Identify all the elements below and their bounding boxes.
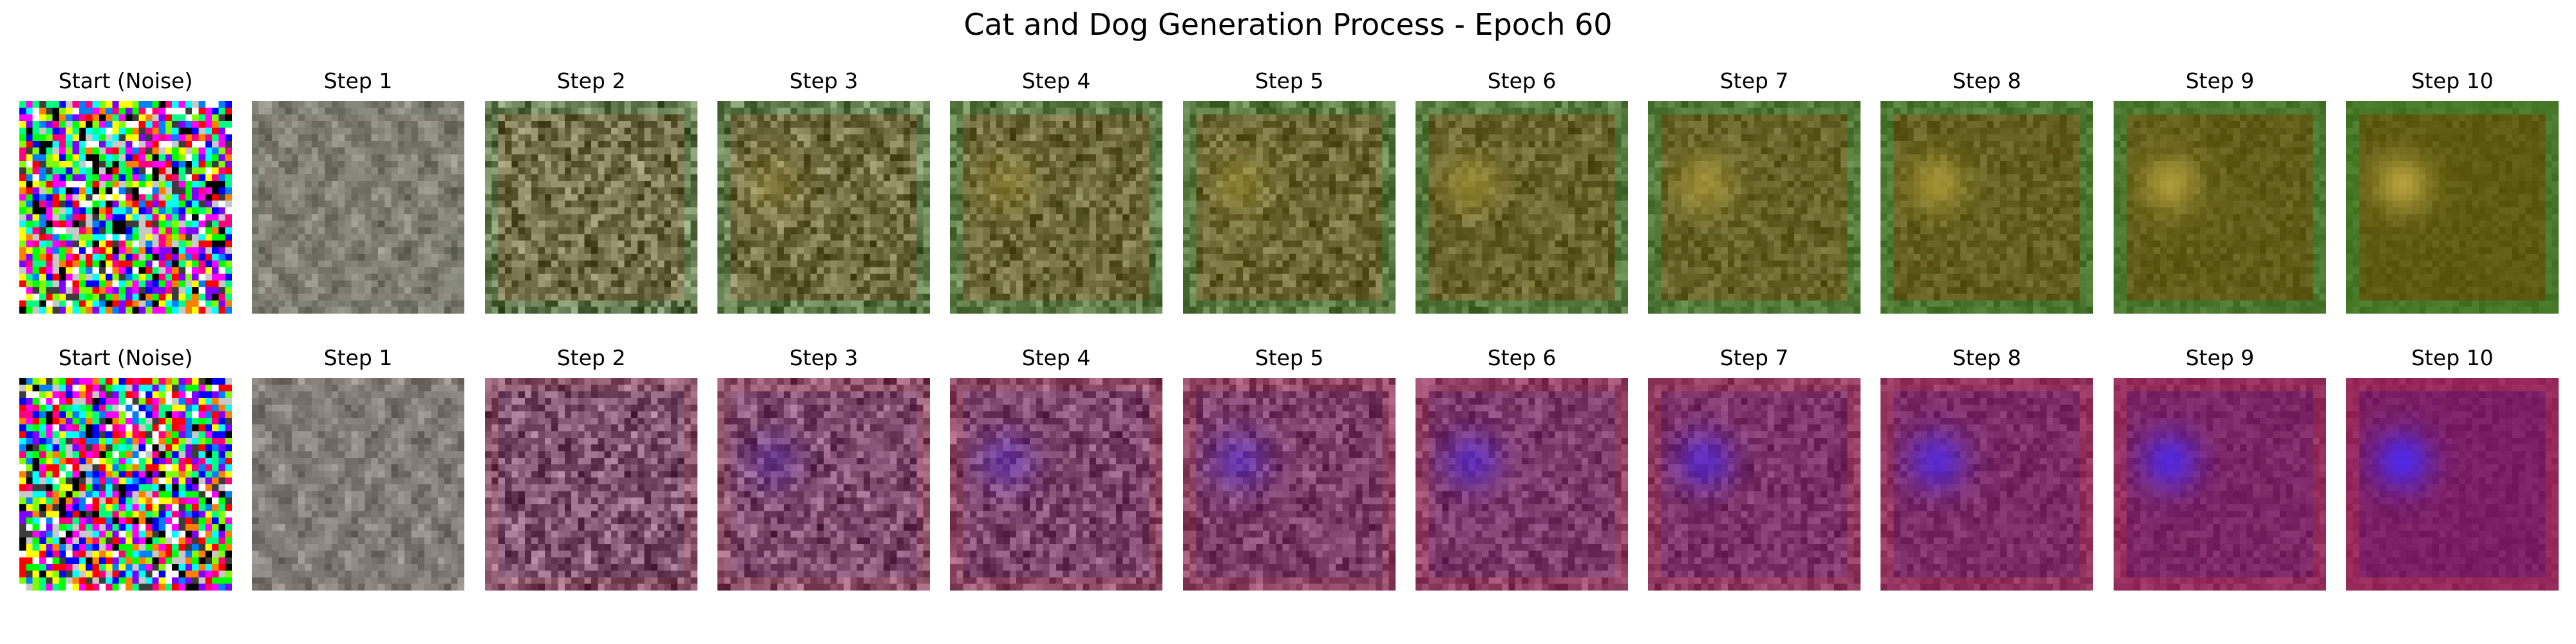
panel-title: Step 4 bbox=[1021, 345, 1091, 370]
generated-step-image bbox=[252, 101, 464, 314]
panel-title: Step 10 bbox=[2411, 68, 2494, 93]
panel-title: Step 8 bbox=[1952, 345, 2022, 370]
panel-title: Step 8 bbox=[1952, 68, 2022, 93]
figure-title: Cat and Dog Generation Process - Epoch 6… bbox=[963, 7, 1613, 42]
panel-title: Step 6 bbox=[1487, 68, 1557, 93]
panel-title: Step 6 bbox=[1487, 345, 1557, 370]
panel-title: Start (Noise) bbox=[58, 345, 193, 370]
generated-step-image bbox=[485, 101, 697, 314]
panel-title: Step 3 bbox=[789, 68, 858, 93]
panel-title: Step 1 bbox=[323, 68, 393, 93]
noise-image bbox=[19, 378, 232, 591]
generated-step-image bbox=[1648, 378, 1861, 591]
panel-title: Step 4 bbox=[1021, 68, 1091, 93]
generated-step-image bbox=[717, 101, 930, 314]
panel-title: Step 7 bbox=[1719, 68, 1789, 93]
noise-image bbox=[19, 101, 232, 314]
generated-step-image bbox=[717, 378, 930, 591]
generated-step-image bbox=[2346, 101, 2559, 314]
generated-step-image bbox=[485, 378, 697, 591]
generated-step-image bbox=[252, 378, 464, 591]
generated-step-image bbox=[1416, 378, 1628, 591]
panel-title: Step 1 bbox=[323, 345, 393, 370]
generated-step-image bbox=[1183, 101, 1396, 314]
generated-step-image bbox=[1416, 101, 1628, 314]
generated-step-image bbox=[2114, 378, 2326, 591]
panel-title: Step 9 bbox=[2185, 345, 2255, 370]
generated-step-image bbox=[1183, 378, 1396, 591]
panel-title: Step 10 bbox=[2411, 345, 2494, 370]
panel-title: Step 2 bbox=[556, 68, 626, 93]
panel-title: Step 5 bbox=[1255, 68, 1324, 93]
generated-step-image bbox=[950, 378, 1162, 591]
panel-title: Step 7 bbox=[1719, 345, 1789, 370]
panel-title: Step 9 bbox=[2185, 68, 2255, 93]
panel-title: Step 5 bbox=[1255, 345, 1324, 370]
panel-title: Step 3 bbox=[789, 345, 858, 370]
generated-step-image bbox=[2346, 378, 2559, 591]
generated-step-image bbox=[1880, 101, 2093, 314]
generated-step-image bbox=[2114, 101, 2326, 314]
generated-step-image bbox=[1648, 101, 1861, 314]
generated-step-image bbox=[1880, 378, 2093, 591]
panel-title: Start (Noise) bbox=[58, 68, 193, 93]
panel-title: Step 2 bbox=[556, 345, 626, 370]
generated-step-image bbox=[950, 101, 1162, 314]
